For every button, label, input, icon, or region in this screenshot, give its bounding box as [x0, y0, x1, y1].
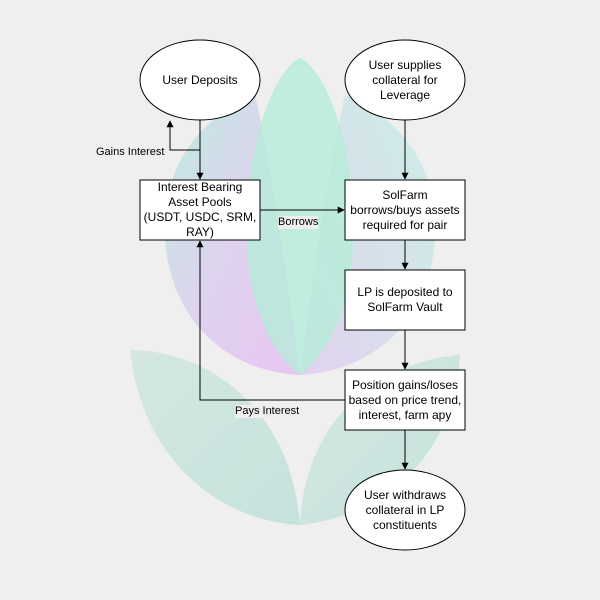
solfarm-node [344, 179, 466, 241]
withdraw-label: User withdraws collateral in LP constitu… [363, 487, 447, 532]
asset-pools-node [139, 179, 261, 241]
lp-deposited-label: LP is deposited to SolFarm Vault [357, 285, 453, 314]
gains-interest-label: Gains Interest [96, 146, 165, 159]
pays-interest-label: Pays Interest [235, 405, 300, 418]
user-deposits-label: User Deposits [162, 72, 238, 87]
left-leaf-shape [130, 350, 300, 525]
position-label: Position gains/loses based on price tren… [348, 377, 462, 422]
borrows-label: Borrows [278, 216, 319, 229]
withdraw-node [344, 469, 466, 551]
asset-pools-label: Interest Bearing Asset Pools (USDT, USDC… [143, 180, 257, 239]
pays-interest-edge [196, 240, 345, 401]
gains-interest-edge [166, 120, 200, 151]
lp-deposited-node [344, 269, 466, 331]
solfarm-label: SolFarm borrows/buys assets required for… [350, 187, 460, 232]
user-supplies-label: User supplies collateral for Leverage [368, 57, 442, 102]
